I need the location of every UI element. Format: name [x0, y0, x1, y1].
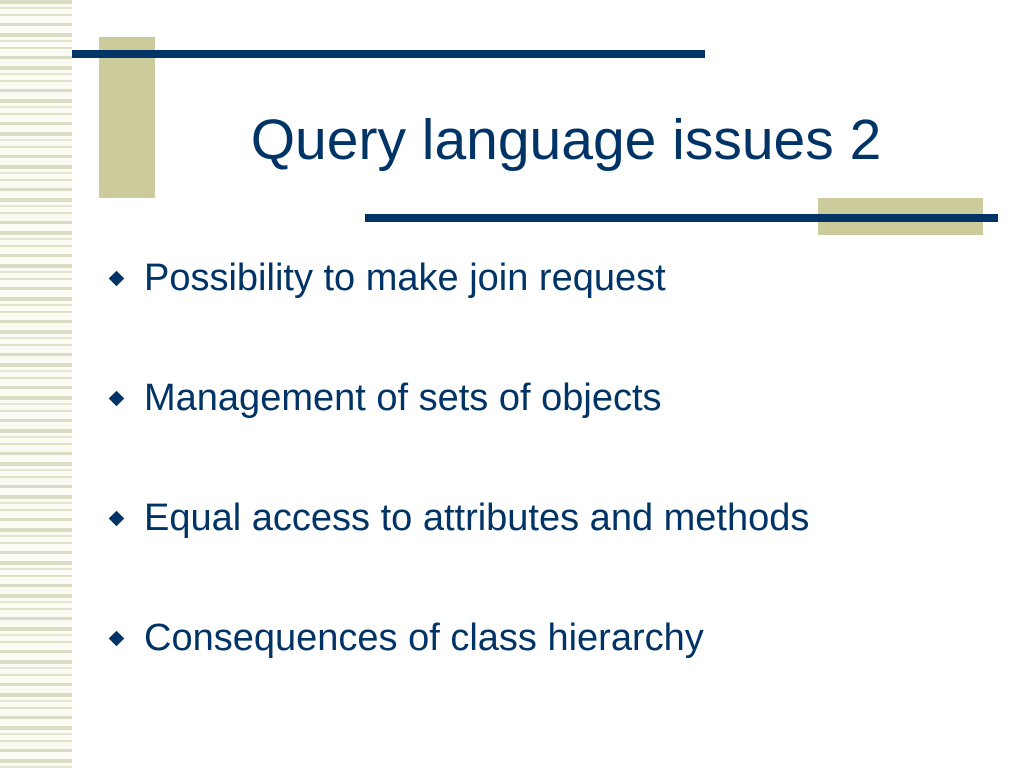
- decorative-stripe-band: [0, 0, 72, 768]
- diamond-bullet-icon: [108, 510, 125, 526]
- bullet-text: Possibility to make join request: [144, 256, 666, 299]
- decorative-navy-line-top: [72, 50, 705, 58]
- bullet-item: Possibility to make join request: [100, 248, 809, 308]
- bullet-item: Management of sets of objects: [100, 368, 809, 428]
- diamond-bullet-icon: [108, 390, 125, 406]
- decorative-khaki-bar-vertical: [99, 37, 155, 198]
- bullet-text: Consequences of class hierarchy: [144, 616, 704, 659]
- bullet-list: Possibility to make join request Managem…: [100, 248, 809, 728]
- diamond-bullet-icon: [108, 630, 125, 646]
- bullet-text: Management of sets of objects: [144, 376, 662, 419]
- slide-title: Query language issues 2: [250, 108, 882, 172]
- diamond-bullet-icon: [108, 270, 125, 286]
- bullet-item: Equal access to attributes and methods: [100, 488, 809, 548]
- bullet-text: Equal access to attributes and methods: [144, 496, 810, 539]
- decorative-navy-line-bottom: [365, 214, 998, 222]
- bullet-item: Consequences of class hierarchy: [100, 608, 809, 668]
